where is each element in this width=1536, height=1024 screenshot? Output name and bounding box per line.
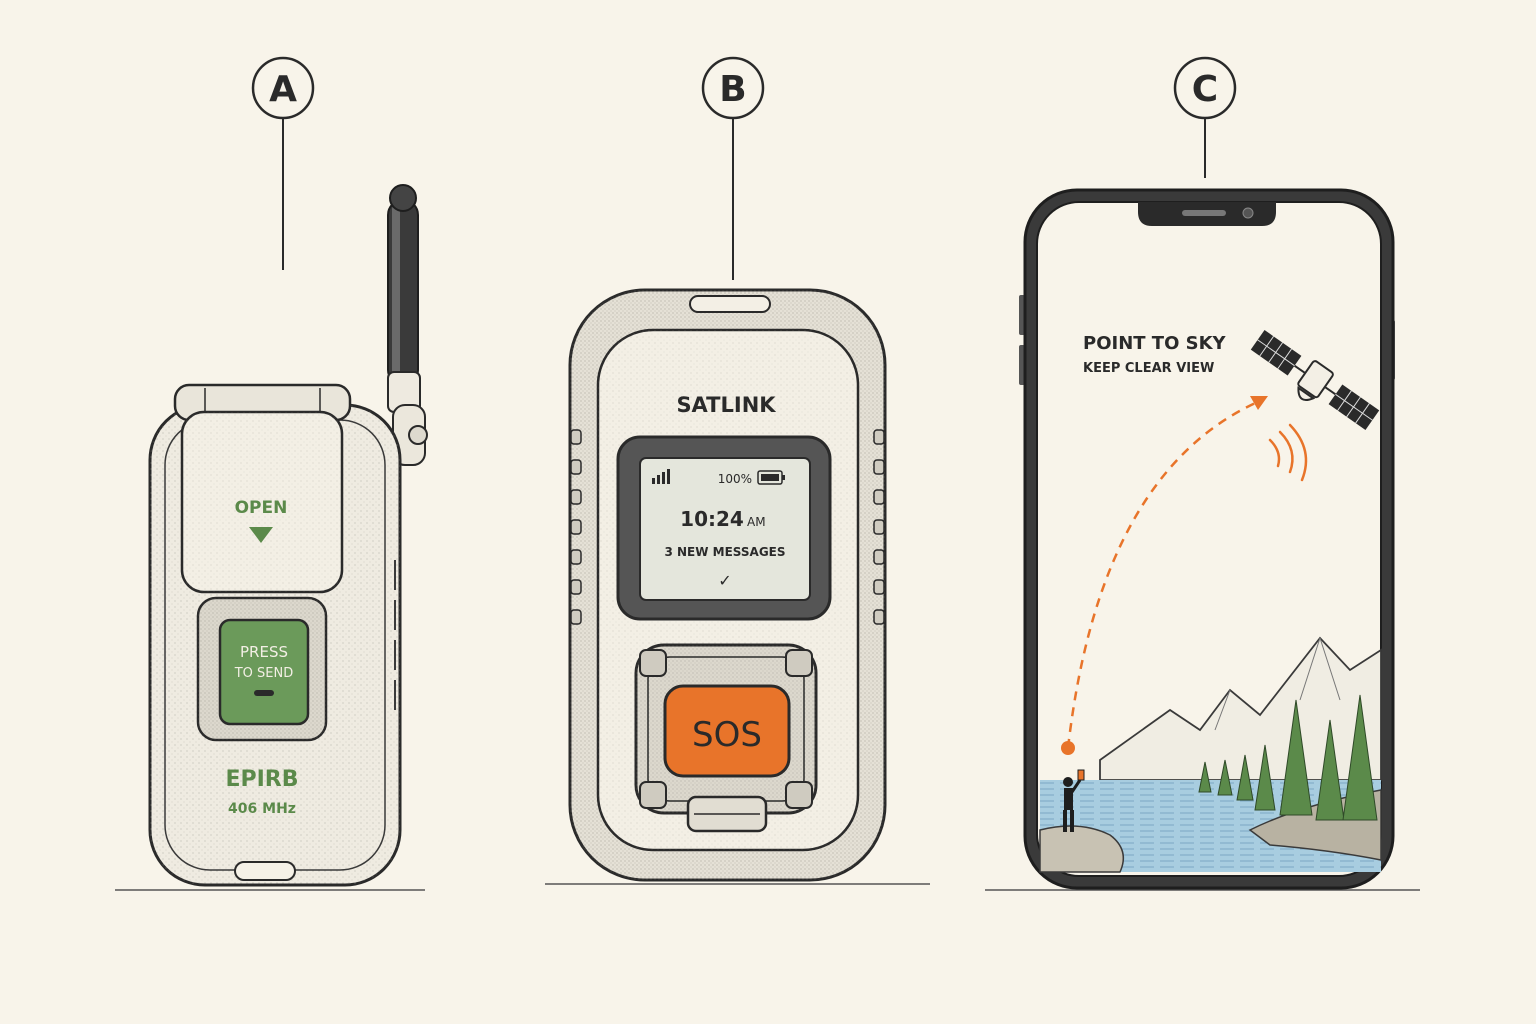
person-icon [1063,769,1085,832]
camera-icon [1242,207,1254,219]
send-button[interactable] [218,618,310,726]
satellite-icon [1250,330,1380,430]
speaker-grille [1182,210,1226,216]
device-name: EPIRB [225,767,298,792]
battery-icon [757,470,785,485]
messages-status: 3 NEW MESSAGES [664,545,785,559]
battery-percent: 100% [718,472,752,486]
instruction-primary: POINT TO SKY [1083,333,1227,354]
label-a: A [251,56,315,270]
landscape [1039,636,1382,873]
check-icon[interactable]: ✓ [718,571,731,590]
label-b: B [701,56,765,280]
screen [639,457,811,601]
guard-clips [639,649,813,809]
arrow-down-icon [249,527,273,543]
lanyard-slot [234,861,296,881]
origin-dot [1061,741,1075,755]
cover-open-label: OPEN [235,498,288,518]
brand-label: SATLINK [676,393,776,417]
arrow-head-icon [1250,396,1268,410]
sos-label: SOS [692,715,762,755]
sos-button[interactable] [663,684,791,778]
send-button-line1: PRESS [240,643,288,661]
side-ridges [570,429,885,625]
send-button-line2: TO SEND [234,666,294,681]
signal-path [1066,398,1263,749]
device-c-phone: POINT TO SKY KEEP CLEAR VIEW [985,188,1420,891]
device-frequency: 406 MHz [228,801,296,817]
label-c: C [1173,56,1237,178]
antenna [387,184,428,466]
indicator-slot [254,690,274,696]
label-b-text: B [719,69,746,110]
label-c-text: C [1192,69,1218,110]
signal-waves-icon [1268,423,1308,482]
label-a-text: A [269,69,297,110]
device-a-epirb: OPEN PRESS TO SEND EPIRB 406 MHz [115,184,428,891]
clock-time: 10:24 [680,507,744,531]
instruction-secondary: KEEP CLEAR VIEW [1083,361,1214,376]
signal-icon [652,469,670,484]
top-slot [689,295,771,313]
clock-ampm: AM [747,515,766,529]
device-b-satlink: SATLINK 100% 10:24 AM 3 NEW MESSAGES ✓ [545,288,930,885]
